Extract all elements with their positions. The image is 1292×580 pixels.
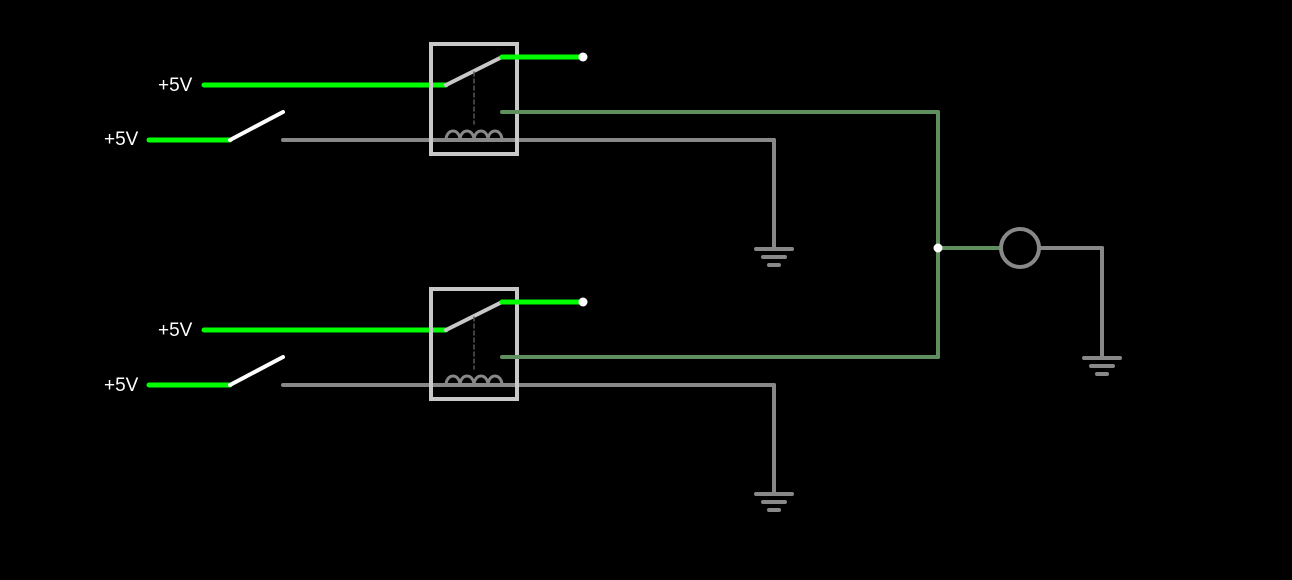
node-bottom-contact[interactable]	[578, 297, 588, 307]
ground-lamp	[1082, 356, 1122, 376]
relay-bottom[interactable]	[429, 287, 519, 401]
stage-bottom	[146, 287, 940, 512]
label-top-relay-supply: +5V	[158, 75, 193, 96]
label-top-switch-supply: +5V	[104, 129, 139, 150]
relay-top-coil	[444, 129, 504, 142]
relay-top-body	[429, 42, 519, 156]
relay-bottom-body	[429, 287, 519, 401]
node-top-contact[interactable]	[578, 52, 588, 62]
ground-top	[754, 247, 794, 267]
switch-top-lever[interactable]	[228, 110, 285, 142]
relay-bottom-armature	[444, 300, 504, 332]
output-lamp[interactable]	[999, 227, 1041, 269]
relay-bottom-coil	[444, 374, 504, 387]
switch-bottom-lever[interactable]	[228, 355, 285, 387]
node-output-junction[interactable]	[933, 243, 943, 253]
label-bottom-switch-supply: +5V	[104, 375, 139, 396]
relay-top-armature	[444, 55, 504, 87]
ground-bottom	[754, 492, 794, 512]
relay-top[interactable]	[429, 42, 519, 156]
output-section	[933, 110, 1122, 376]
label-bottom-relay-supply: +5V	[158, 320, 193, 341]
stage-top	[146, 42, 940, 267]
